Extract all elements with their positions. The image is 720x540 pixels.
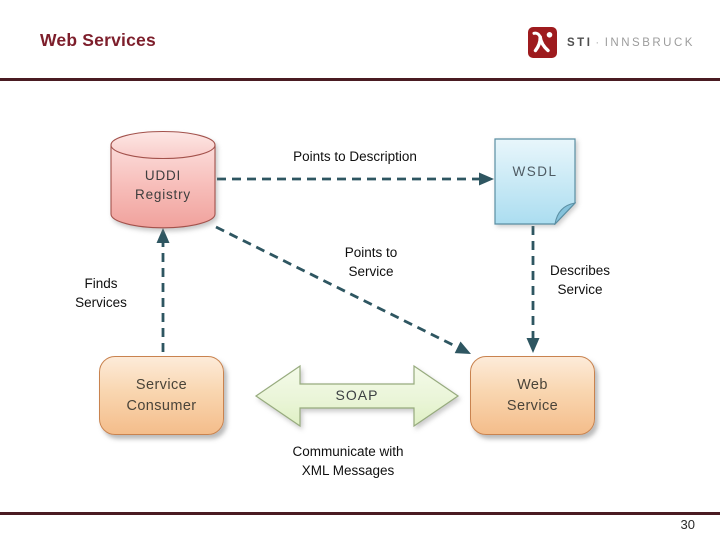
wsdl-document-node: WSDL xyxy=(494,138,577,226)
sti-innsbruck-logo: STI·INNSBRUCK xyxy=(528,27,695,58)
service-consumer-label-line2: Consumer xyxy=(126,397,197,414)
arrowhead-points-to-description xyxy=(479,172,494,186)
slide-page-number: 30 xyxy=(680,517,695,532)
logo-org-name: STI xyxy=(567,36,593,49)
service-consumer-node: Service Consumer xyxy=(99,356,224,435)
logo-city-name: INNSBRUCK xyxy=(604,36,695,49)
double-arrow-shape xyxy=(254,364,460,428)
sti-logo-icon xyxy=(528,27,557,58)
service-consumer-label-line1: Service xyxy=(135,376,188,393)
sti-logo-text: STI·INNSBRUCK xyxy=(567,37,695,49)
arrowhead-finds-services xyxy=(156,228,170,243)
document-folded-corner-shape xyxy=(494,138,577,226)
web-service-label-line1: Web xyxy=(517,376,548,393)
communicate-xml-label: Communicate with XML Messages xyxy=(292,444,404,478)
arrowhead-points-to-service xyxy=(454,341,471,354)
database-cylinder-shape xyxy=(110,130,216,229)
describes-service-label: Describes Service xyxy=(549,263,611,297)
uddi-registry-node: UDDI Registry xyxy=(110,130,216,229)
points-to-service-label: Points to Service xyxy=(344,245,398,279)
arrow-points-to-service xyxy=(215,225,458,349)
web-service-label-line2: Service xyxy=(506,397,559,414)
finds-services-label: Finds Services xyxy=(75,276,127,310)
page-title: Web Services xyxy=(40,30,156,50)
logo-separator: · xyxy=(595,36,602,49)
footer-divider-line xyxy=(0,512,720,515)
soap-connector-node: SOAP xyxy=(254,363,460,429)
web-service-node: Web Service xyxy=(470,356,595,435)
header-divider-line xyxy=(0,78,720,81)
arrowhead-describes-service xyxy=(526,338,540,353)
points-to-description-label: Points to Description xyxy=(293,149,417,164)
